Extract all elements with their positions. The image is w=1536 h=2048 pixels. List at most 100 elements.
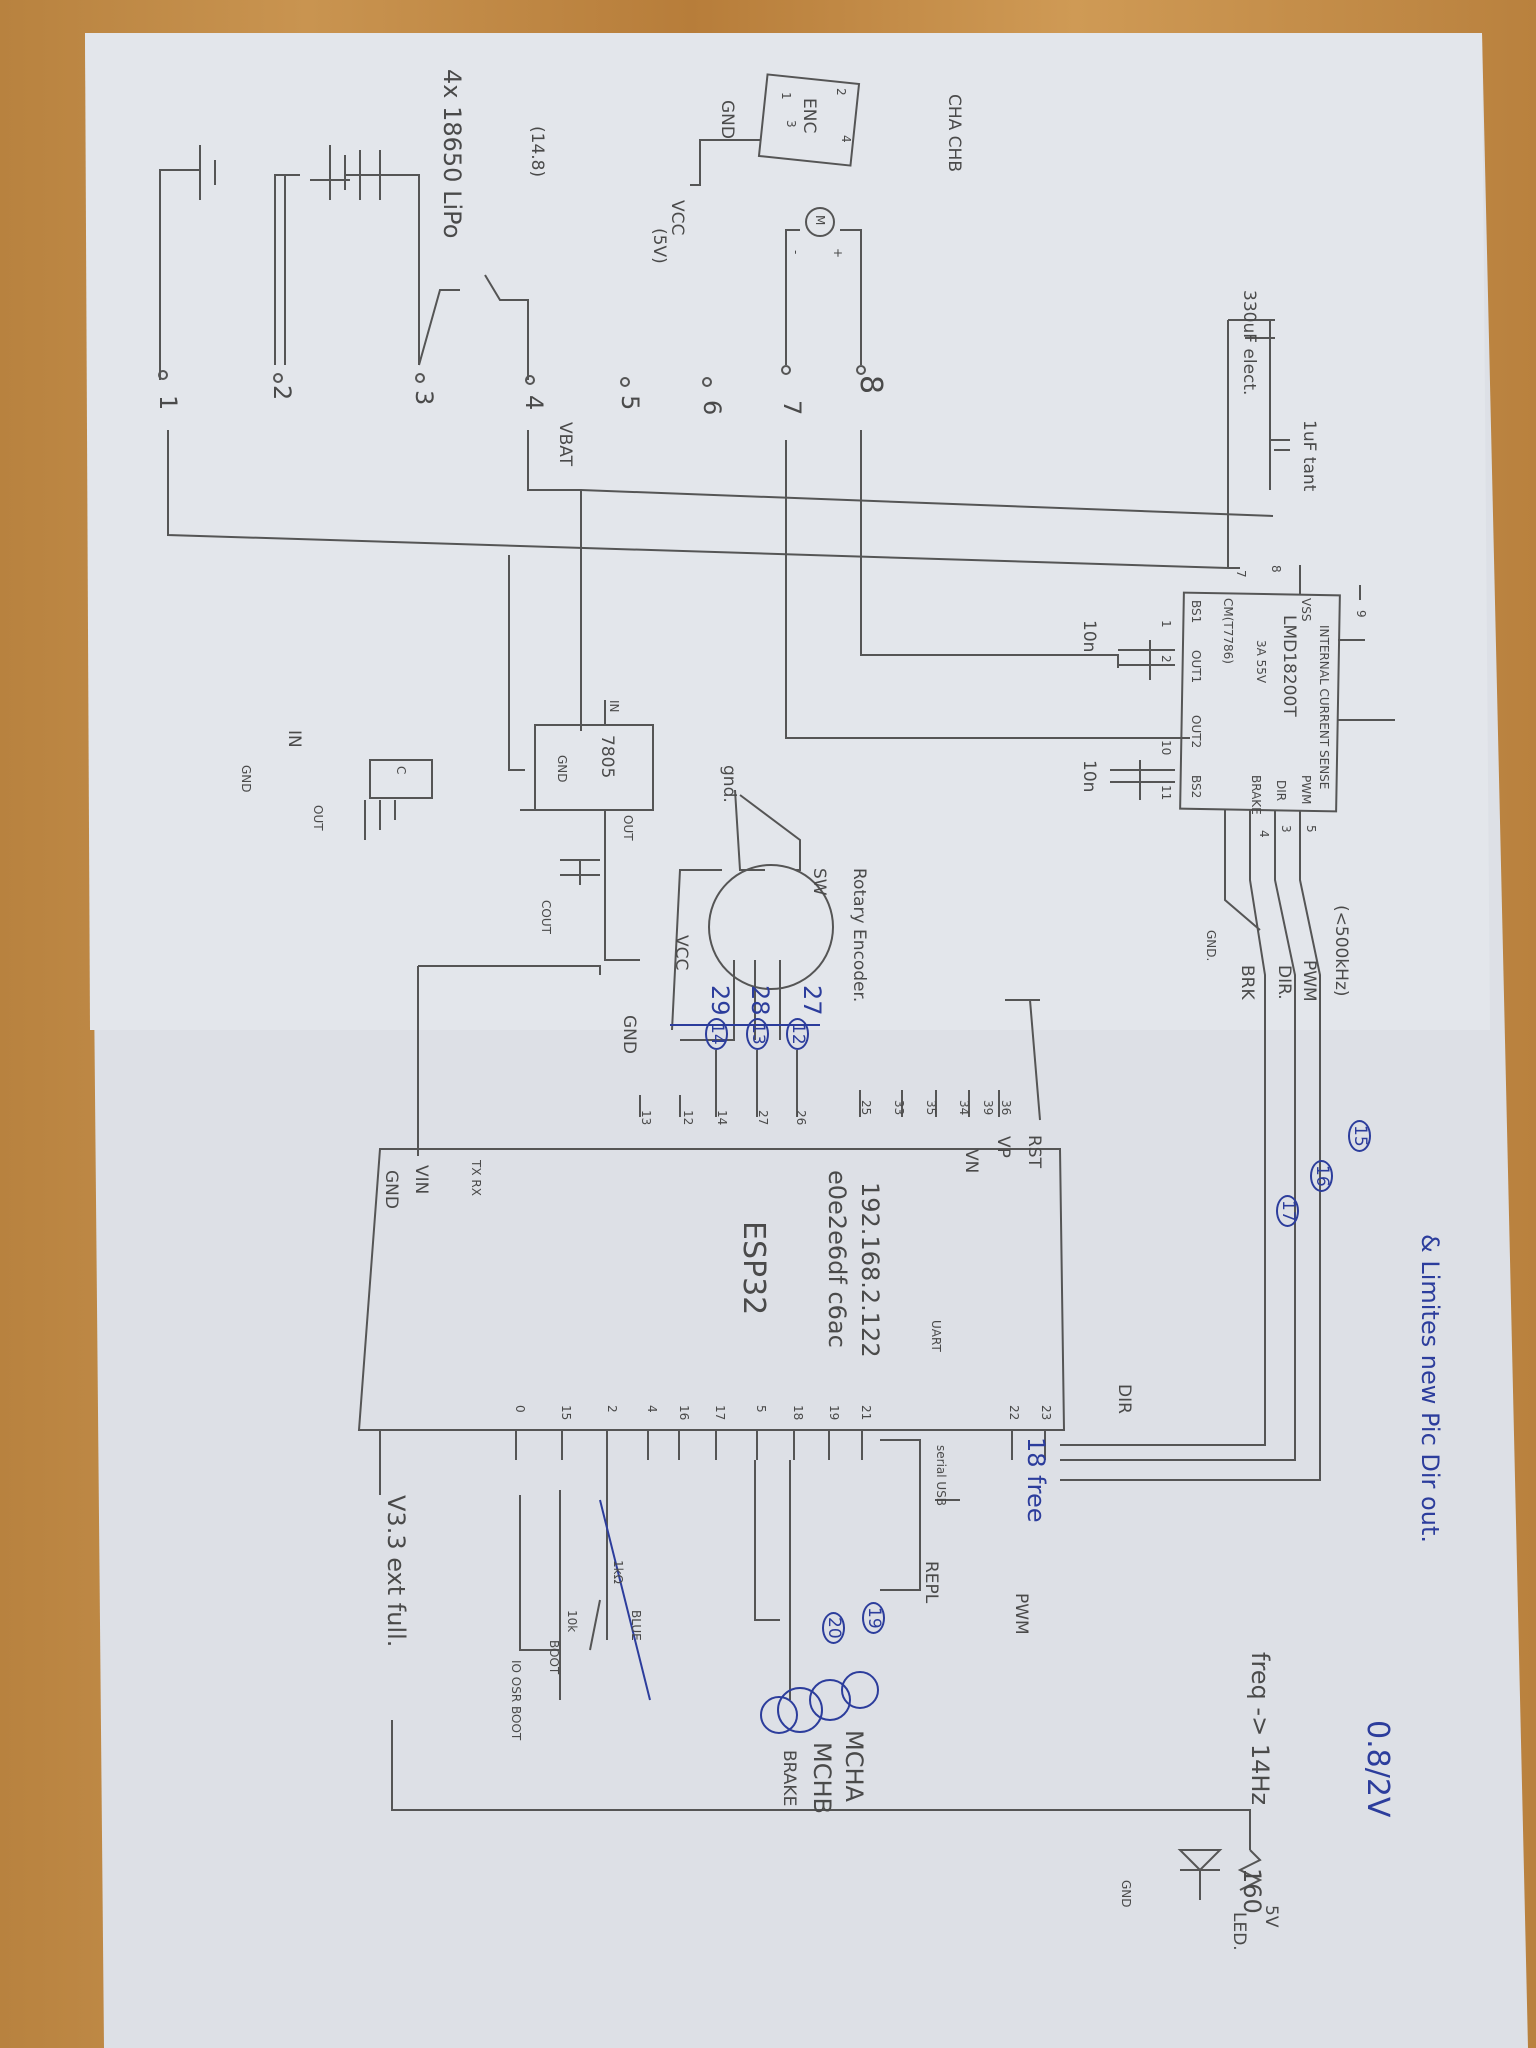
esp32-pin-25: 25: [859, 1100, 873, 1116]
lmd-gnd-label: GND.: [1204, 930, 1218, 962]
rotary-pin-29: 29: [706, 985, 734, 1016]
rotary-gnd2-label: GND: [619, 1015, 639, 1054]
paper-fold-shade: [85, 33, 1490, 1030]
circled-19: 19: [862, 1602, 885, 1634]
lmd-pin-10: 10: [1159, 740, 1173, 756]
dir-label: DIR: [1114, 1384, 1134, 1414]
led-label: LED.: [1229, 1912, 1249, 1951]
transistor-mark: C: [394, 766, 408, 775]
esp32-pin-35: 35: [924, 1100, 938, 1116]
motor-icon: M: [813, 215, 827, 226]
enc-pin-2: 2: [834, 88, 848, 96]
ext-brk-label: BRK: [1237, 965, 1257, 1000]
esp32-pin-19: 19: [827, 1405, 841, 1421]
esp32-pin-17: 17: [713, 1405, 727, 1421]
lmd-sense-label: INTERNAL CURRENT SENSE: [1317, 625, 1331, 790]
regulator-gnd: GND: [555, 755, 569, 783]
esp32-pin-4: 4: [645, 1405, 659, 1413]
esp32-pin-16: 16: [677, 1405, 691, 1421]
esp32-vin: VIN: [411, 1165, 431, 1195]
battery-voltage: (14.8): [527, 126, 547, 178]
esp32-ip: 192.168.2.122: [856, 1182, 884, 1358]
lmd-pin-5: 5: [1304, 825, 1318, 833]
cout-label: COUT: [539, 900, 553, 934]
lmd-bs1: BS1: [1189, 600, 1203, 624]
lmd-vss: VSS: [1299, 598, 1313, 622]
pwm-freq-note: (<500kHz): [1331, 905, 1351, 997]
mchb-label: MCHB: [808, 1742, 836, 1814]
esp32-pin-36: 36: [999, 1100, 1013, 1116]
esp32-txrx: TX RX: [469, 1160, 483, 1196]
esp32-rst: RST: [1024, 1135, 1044, 1168]
mcha-label: MCHA: [840, 1730, 868, 1802]
enc-pin-3: 3: [784, 120, 798, 128]
esp32-pin-18: 18: [791, 1405, 805, 1421]
circled-15: 15: [1348, 1120, 1371, 1152]
rotary-gpio-13: 13: [746, 1018, 769, 1050]
esp32-pin-39: 39: [981, 1100, 995, 1116]
enc-pin-4: 4: [839, 135, 853, 143]
regulator-out: OUT: [621, 815, 635, 841]
esp32-pin-13: 13: [639, 1110, 653, 1126]
lmd-cm: CM(T7786): [1221, 598, 1235, 664]
serial-usb-label: serial USB: [934, 1445, 948, 1507]
lmd-dir: DIR: [1274, 780, 1288, 802]
lmd-rating: 3A 55V: [1254, 640, 1268, 684]
esp32-mac: e0e2e6df c6ac: [823, 1170, 851, 1348]
terminal-5: 5: [616, 395, 644, 411]
esp32-vn: VN: [961, 1149, 981, 1174]
osr-boot-label: IO OSR BOOT: [509, 1660, 523, 1741]
terminal-8: 8: [853, 375, 888, 395]
boot-resistor-label: 10k: [565, 1610, 579, 1633]
lmd-pin-9: 9: [1354, 610, 1368, 618]
esp32-pin-12: 12: [681, 1110, 695, 1126]
terminal-1: 1: [154, 395, 182, 411]
esp32-pin-34: 34: [957, 1100, 971, 1116]
lmd-brake: BRAKE: [1249, 775, 1263, 815]
terminal-6: 6: [698, 400, 726, 416]
enc-pin-1: 1: [779, 92, 793, 100]
v33-note: V3.3 ext full.: [382, 1495, 410, 1648]
cha-chb-label: CHA CHB: [944, 94, 964, 173]
esp32-uart: UART: [929, 1320, 943, 1352]
free-pins-note: 18 free: [1022, 1437, 1050, 1523]
enc-vcc-5v: (5V): [649, 228, 669, 264]
lmd-pin-7: 7: [1234, 570, 1248, 578]
rotary-pin-28: 28: [746, 985, 774, 1016]
lmd-bs2: BS2: [1189, 775, 1203, 799]
pencil-wires: [158, 73, 1395, 1900]
brake-label: BRAKE: [779, 1750, 799, 1807]
esp32-pin-27: 27: [756, 1110, 770, 1126]
rotary-pin-27: 27: [798, 985, 826, 1016]
repl-label: REPL: [921, 1561, 941, 1604]
terminal-7: 7: [778, 400, 806, 416]
esp32-pin-26: 26: [794, 1110, 808, 1126]
limits-note: & Limites new Pic Dir out.: [1416, 1234, 1444, 1543]
transistor-out: OUT: [311, 805, 325, 831]
rotary-gnd-label: gnd.: [719, 765, 739, 803]
esp32-pin-14: 14: [715, 1110, 729, 1126]
led-resistor-label: 1kΩ: [611, 1560, 625, 1584]
enc-gnd-label: GND: [717, 100, 737, 139]
blue-led-label: BLUE: [629, 1610, 643, 1641]
esp32-pin-21: 21: [859, 1405, 873, 1421]
voltage-note: 0.8/2V: [1360, 1720, 1395, 1818]
lmd-pin-8: 8: [1269, 565, 1283, 573]
ext-dir-label: DIR.: [1274, 965, 1294, 1000]
enc-vcc-label: VCC: [667, 200, 687, 236]
motor-plus: +: [831, 248, 845, 259]
ext-pwm-label: PWM: [1299, 960, 1319, 1002]
rotary-gpio-14: 14: [705, 1018, 728, 1050]
resistor-160-label: 160: [1238, 1868, 1266, 1914]
lmd-pin-2: 2: [1159, 655, 1173, 663]
terminal-4: 4: [520, 395, 548, 411]
transistor-gnd: GND: [239, 765, 253, 793]
lmd-pin-3: 3: [1279, 825, 1293, 833]
lmd-pwm: PWM: [1299, 775, 1313, 805]
regulator-name: 7805: [597, 735, 617, 779]
cap-10n-b-label: 10n: [1079, 760, 1099, 793]
esp32-pin-15: 15: [559, 1405, 573, 1421]
rotary-vcc-label: VCC: [671, 935, 691, 971]
rotary-gpio-12: 12: [786, 1018, 809, 1050]
vbat-label: VBAT: [555, 422, 575, 466]
